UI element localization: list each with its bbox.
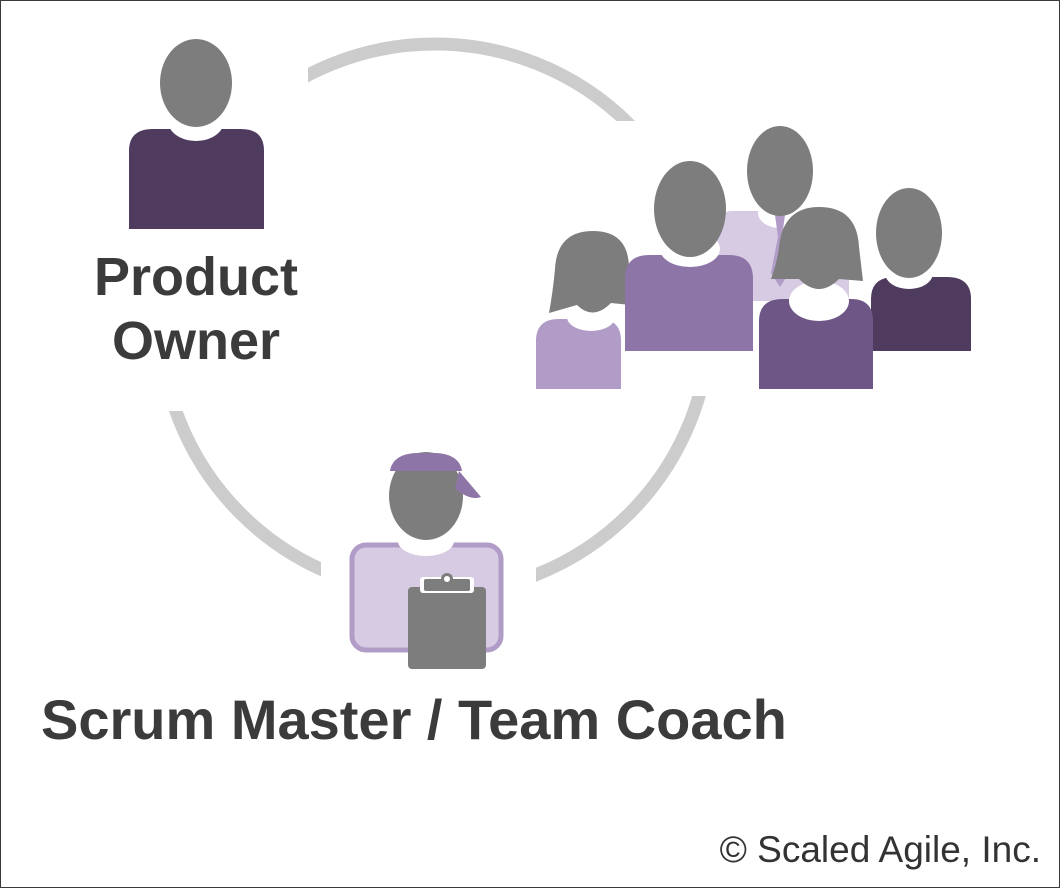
product-owner-label-line1: Product <box>93 247 298 307</box>
scrum-master-icon <box>321 439 536 685</box>
product-owner-label: Product Owner <box>41 245 351 373</box>
team-group-icon <box>526 121 976 396</box>
copyright-notice: © Scaled Agile, Inc. <box>719 829 1041 870</box>
product-owner-icon <box>93 31 308 411</box>
scrum-master-label: Scrum Master / Team Coach <box>41 688 787 751</box>
clipboard-icon <box>408 573 486 669</box>
product-owner-label-line2: Owner <box>111 311 281 371</box>
